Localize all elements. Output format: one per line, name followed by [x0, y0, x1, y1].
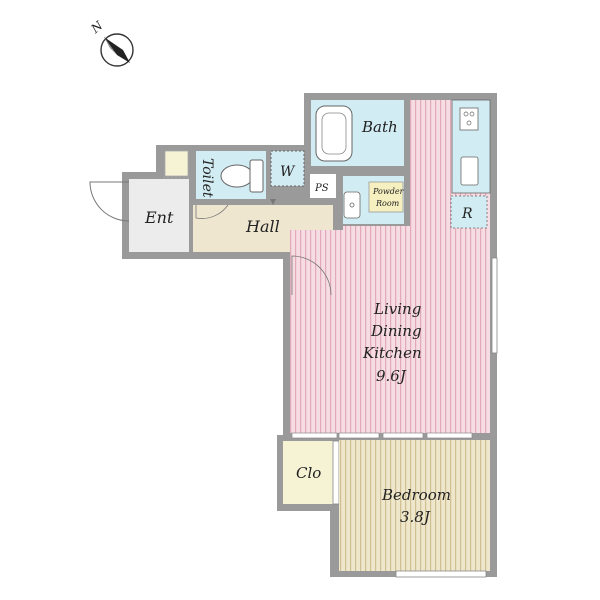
ldk-window [491, 257, 498, 354]
compass: N [88, 18, 134, 67]
bath-label: Bath [361, 118, 398, 136]
ldk-floor [290, 230, 490, 433]
step-marker [270, 199, 276, 205]
ldk-label-line2: Dining [370, 322, 422, 340]
powder-room-label-1: Powder [372, 187, 405, 196]
toilet-label: Toilet [199, 158, 215, 198]
bedroom-floor [339, 440, 490, 571]
pipe-space [310, 174, 336, 198]
ldk-floor-mid [343, 226, 490, 236]
closet-label: Clo [296, 464, 321, 482]
compass-rose-icon [104, 37, 130, 63]
toilet-fixture [220, 159, 264, 193]
sink-icon [460, 156, 479, 186]
powder-room-tag [368, 181, 404, 213]
bedroom-size-label: 3.8J [400, 508, 431, 526]
closet-floor [283, 441, 333, 504]
bedroom-window [395, 570, 487, 578]
entrance-door[interactable] [89, 181, 130, 222]
ps-label: PS [314, 183, 329, 194]
bathtub-icon [315, 105, 353, 162]
closet-door[interactable] [332, 440, 340, 505]
bedroom-label: Bedroom [381, 486, 451, 504]
powder-room-label-2: Room [375, 199, 400, 208]
bedroom-sliding-doors[interactable] [291, 432, 473, 439]
compass-north-label: N [88, 18, 106, 36]
compass-needle-light [104, 37, 117, 55]
washer-label: W [280, 164, 296, 180]
bathtub-inner [321, 112, 347, 155]
ldk-label-line3: Kitchen [362, 344, 422, 362]
washer-space [270, 150, 305, 187]
refrigerator-space [450, 195, 488, 229]
stove-icon [459, 107, 479, 131]
ldk-label-line1: Living [373, 300, 421, 318]
shoe-cabinet [164, 150, 189, 177]
entrance-floor [129, 179, 189, 252]
ldk-size-label: 9.6J [376, 367, 407, 385]
entrance-label: Ent [144, 208, 174, 227]
ldk-door[interactable] [291, 255, 332, 296]
washbasin-drain [349, 202, 355, 208]
toilet-door[interactable] [195, 204, 229, 219]
refrigerator-label: R [461, 206, 473, 222]
washbasin-icon [343, 191, 361, 219]
hall-label: Hall [245, 217, 280, 236]
